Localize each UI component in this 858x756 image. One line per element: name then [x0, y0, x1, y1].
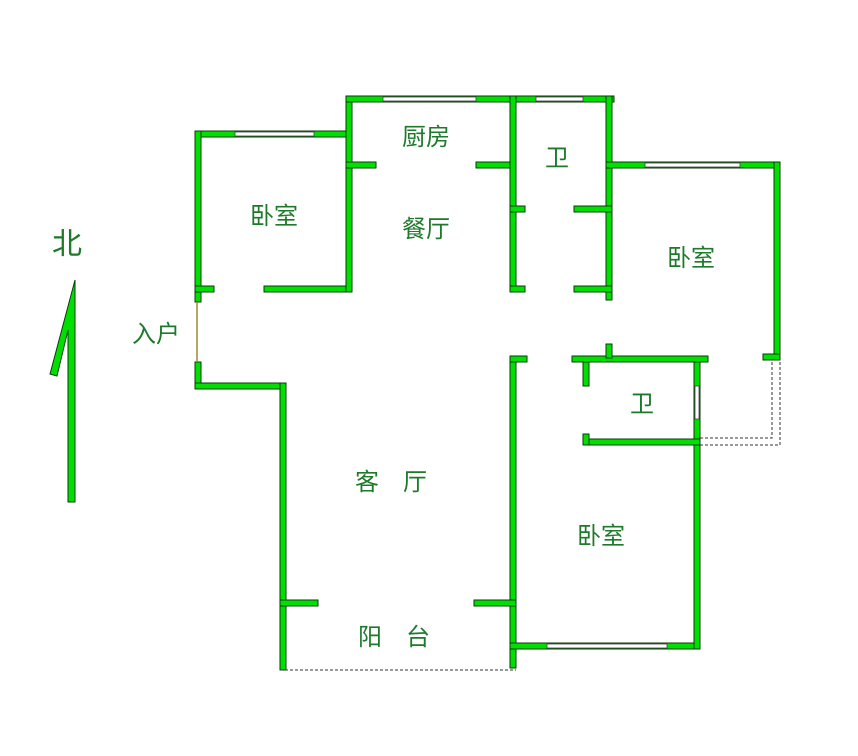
window: [234, 131, 315, 137]
wall-segment: [509, 205, 526, 213]
room-label-entrance: 入户: [132, 320, 180, 348]
walls: [194, 95, 781, 671]
wall-segment: [345, 161, 377, 169]
wall-segment: [345, 95, 353, 293]
wall-segment: [605, 343, 613, 359]
room-label-living: 客 厅: [355, 468, 427, 496]
room-label-kitchen: 厨房: [402, 123, 450, 151]
wall-segment: [773, 161, 781, 361]
wall-segment: [194, 285, 215, 293]
wall-segment: [279, 599, 319, 607]
window: [644, 162, 741, 168]
wall-segment: [509, 355, 517, 669]
wall-segment: [509, 355, 528, 363]
wall-segment: [582, 438, 701, 446]
room-label-balcony: 阳 台: [358, 623, 430, 651]
window: [535, 96, 584, 102]
wall-segment: [509, 285, 526, 293]
dashed-outlines: [280, 360, 781, 671]
wall-segment: [762, 353, 781, 361]
wall-segment: [473, 599, 517, 607]
wall-segment: [573, 205, 613, 213]
windows: [234, 96, 741, 649]
room-label-dining: 餐厅: [402, 215, 450, 243]
wall-segment: [573, 285, 613, 293]
compass-label: 北: [52, 227, 82, 262]
room-label-bedroom-nw: 卧室: [250, 202, 298, 230]
room-label-bath-north: 卫: [545, 144, 569, 172]
north-arrow-icon: [49, 279, 76, 503]
window: [546, 643, 668, 649]
wall-segment: [582, 433, 590, 446]
room-label-bath-east: 卫: [630, 390, 654, 418]
room-label-bedroom-ne: 卧室: [667, 244, 715, 272]
wall-segment: [345, 95, 615, 103]
wall-segment: [194, 130, 202, 303]
window: [694, 385, 700, 420]
wall-segment: [582, 361, 590, 387]
wall-segment: [571, 355, 709, 363]
wall-segment: [605, 95, 613, 301]
wall-segment: [263, 285, 353, 293]
wall-segment: [194, 382, 287, 390]
wall-segment: [509, 95, 517, 293]
room-label-bedroom-se: 卧室: [577, 522, 625, 550]
window: [382, 96, 477, 102]
bay-outline: [700, 360, 781, 446]
wall-segment: [279, 382, 287, 671]
